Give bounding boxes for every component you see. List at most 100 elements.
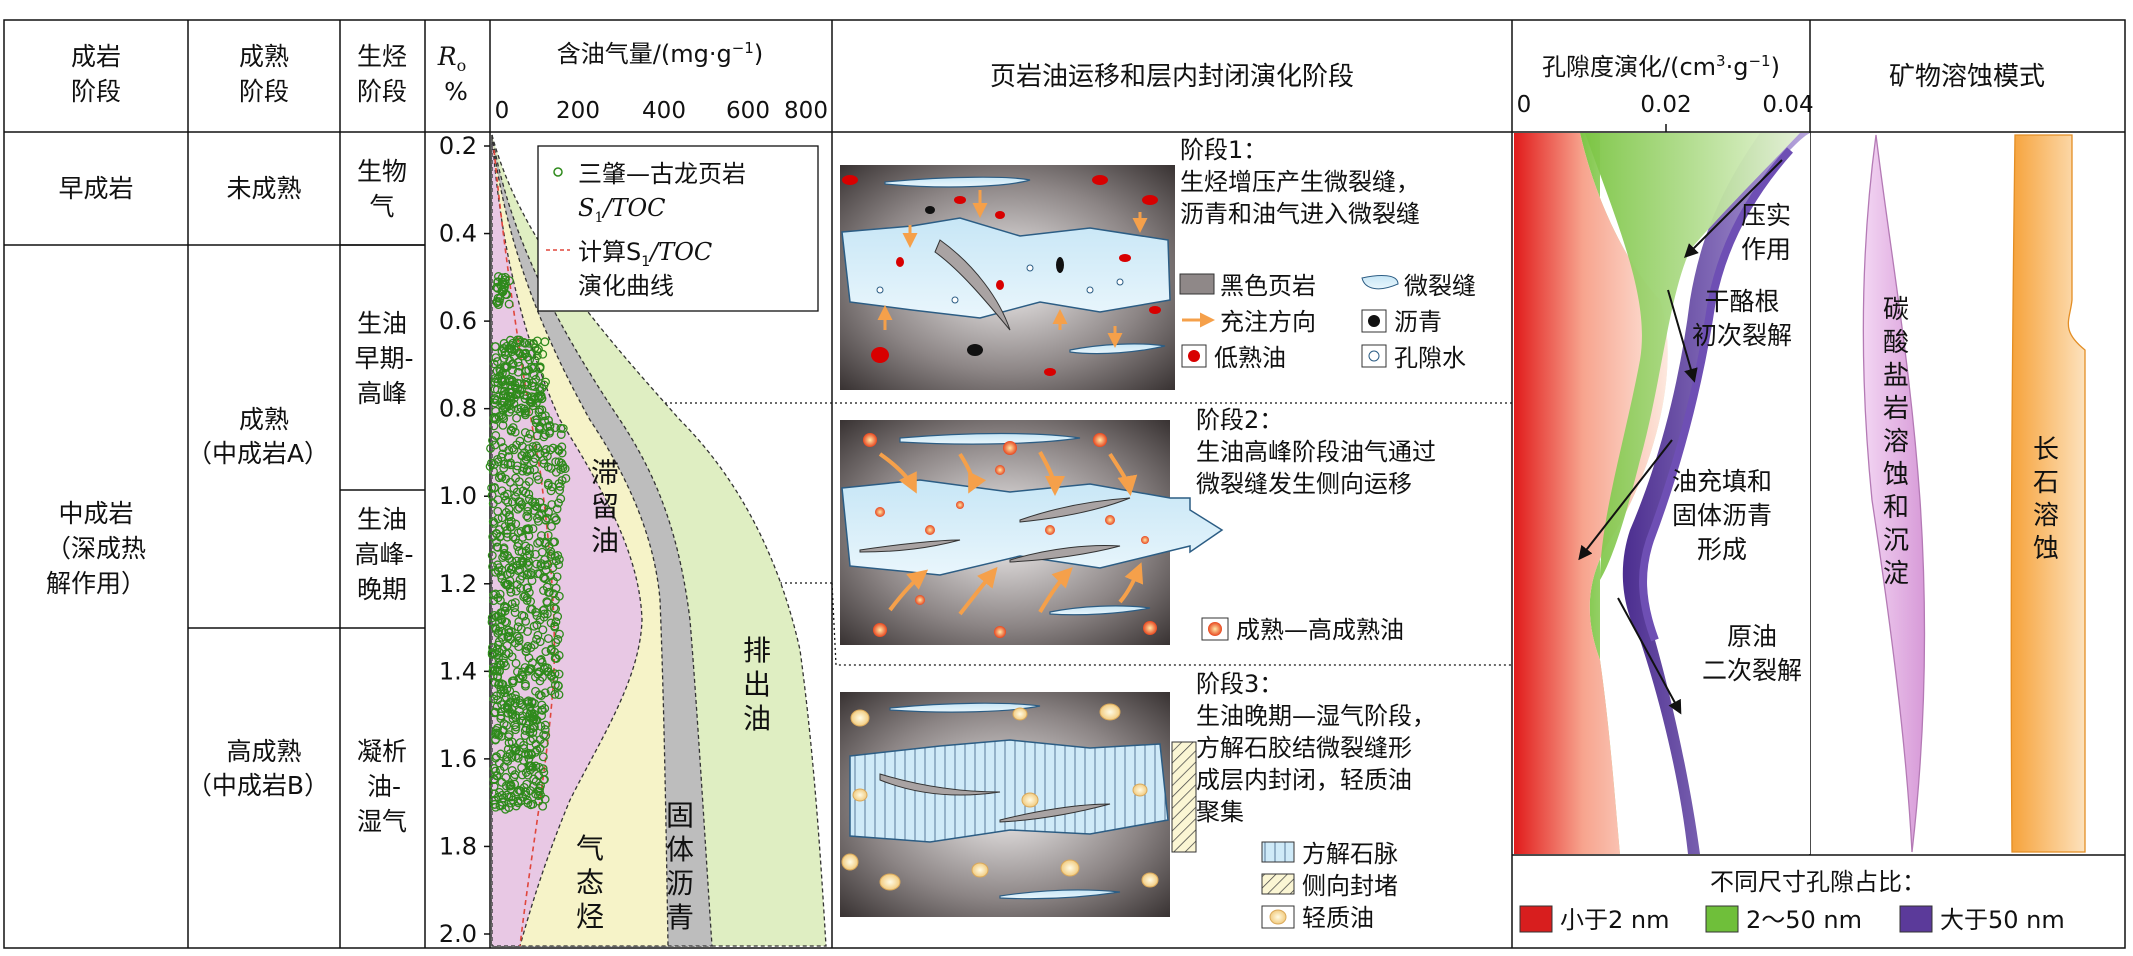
scatter-point [525, 355, 535, 365]
oil-tick: 200 [556, 98, 600, 124]
scatter-point [517, 716, 527, 726]
scatter-point [501, 580, 511, 590]
pore-small-band [1514, 133, 1668, 854]
legend-series2-d: 演化曲线 [578, 272, 674, 300]
scatter-point [489, 694, 499, 704]
scatter-point [526, 604, 535, 614]
pore-white-region [1643, 133, 1810, 854]
scatter-point [515, 337, 525, 347]
scatter-point [540, 720, 550, 730]
hc-biogas-2: 气 [369, 192, 394, 221]
scatter-point [542, 597, 552, 606]
scatter-point [490, 648, 499, 658]
scatter-point [537, 394, 547, 404]
zone-retained-label: 留 [591, 490, 619, 523]
scatter-point [551, 617, 561, 627]
scatter-point [517, 384, 527, 394]
scatter-point [494, 658, 504, 668]
scatter-point [534, 796, 544, 806]
stage-early-diagenesis: 早成岩 [58, 174, 133, 203]
legend-low-mature-oil: 低熟油 [1214, 344, 1286, 372]
scatter-point [506, 780, 516, 790]
scatter-point [539, 459, 549, 469]
scatter-point [498, 277, 508, 287]
scatter-point [535, 362, 545, 372]
scatter-point [520, 394, 530, 404]
scatter-point [522, 511, 532, 521]
scatter-point [488, 643, 497, 653]
scatter-point [535, 655, 545, 665]
header-migration: 页岩油运移和层内封闭演化阶段 [990, 62, 1354, 92]
scatter-point [543, 530, 553, 540]
stage-middle-diagenesis-3: 解作用） [46, 569, 146, 598]
hc-peak-1: 生油 [357, 505, 407, 534]
scatter-point [524, 477, 534, 487]
scatter-point [491, 766, 500, 776]
stage3-schematic [840, 692, 1197, 917]
scatter-point [546, 644, 556, 654]
scatter-point [538, 764, 548, 774]
scatter-point [537, 509, 547, 519]
scatter-point [524, 664, 534, 674]
scatter-point [494, 297, 504, 306]
scatter-point [502, 489, 512, 499]
legend-pore-water: 孔隙水 [1394, 344, 1466, 372]
scatter-point [543, 634, 553, 643]
oil-tick: 800 [784, 98, 828, 124]
scatter-point [495, 622, 505, 632]
scatter-point [522, 583, 532, 593]
ro-tick: 0.4 [439, 220, 477, 248]
scatter-point [554, 650, 564, 660]
scatter-point [539, 503, 549, 513]
scatter-point [535, 449, 544, 459]
scatter-point [539, 455, 549, 465]
scatter-point [509, 445, 519, 455]
scatter-point [523, 748, 533, 758]
scatter-point [489, 590, 499, 600]
scatter-point [537, 411, 547, 421]
stage3-title: 阶段3： [1196, 670, 1283, 698]
scatter-point [554, 690, 564, 700]
scatter-point [552, 504, 562, 514]
scatter-point [540, 560, 550, 570]
scatter-point [551, 595, 560, 605]
scatter-point [553, 444, 563, 454]
feldspar-char: 溶 [2033, 501, 2059, 531]
scatter-point [504, 398, 514, 408]
scatter-point [500, 688, 510, 698]
scatter-point [495, 787, 504, 797]
scatter-point [506, 627, 516, 636]
scatter-point [542, 513, 552, 523]
header-hc-1: 生烃 [357, 42, 407, 71]
feldspar-char: 长 [2033, 435, 2059, 465]
pore-purple-edge [1639, 147, 1793, 642]
scatter-point [487, 617, 497, 627]
scatter-point [526, 736, 535, 746]
scatter-point [498, 443, 508, 453]
scatter-point [523, 524, 533, 534]
scatter-points [485, 272, 571, 814]
scatter-point [520, 456, 529, 466]
scatter-point [519, 743, 529, 753]
table-frame [3, 19, 2126, 949]
stage1-line: 生烃增压产生微裂缝， [1180, 168, 1420, 196]
scatter-point [491, 734, 501, 744]
label-crude-cracking: 二次裂解 [1702, 656, 1802, 685]
legend-charge-direction: 充注方向 [1220, 308, 1316, 336]
scatter-point [536, 781, 545, 791]
scatter-point [539, 380, 549, 390]
legend-lateral-seal: 侧向封堵 [1302, 872, 1398, 900]
scatter-point [487, 613, 497, 623]
scatter-point [512, 556, 522, 566]
scatter-point [514, 617, 524, 627]
scatter-point [529, 362, 539, 372]
scatter-point [551, 637, 561, 647]
stage3-text: 阶段3： 生油晚期—湿气阶段， 方解石胶结微裂缝形 成层内封闭，轻质油 聚集 方… [1196, 670, 1436, 932]
scatter-point [493, 506, 503, 516]
zone-solid-label: 体 [666, 833, 694, 866]
carbonate-band [1862, 134, 1926, 853]
label-oil-fill: 油充填和 [1672, 467, 1772, 496]
scatter-point [546, 486, 556, 496]
stage1-text: 阶段1： 生烃增压产生微裂缝， 沥青和油气进入微裂缝 [1180, 136, 1420, 228]
legend-microfracture: 微裂缝 [1404, 272, 1476, 300]
